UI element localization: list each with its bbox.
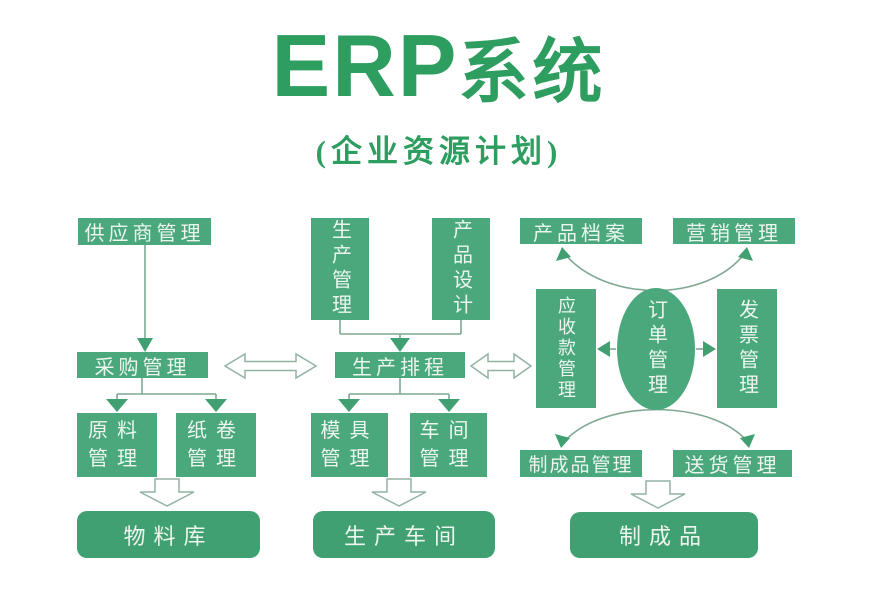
node-supplier-management: 供应商管理 (78, 218, 211, 245)
arrowhead-into-delivery (740, 434, 755, 448)
node-workshop-management: 车间管理 (410, 413, 487, 477)
node-mold-management: 模具管理 (311, 413, 388, 477)
page-title: ERP系统 (0, 22, 878, 110)
curve-order-to-bottom-boxes (563, 408, 748, 443)
node-production-management: 生产管理 (311, 218, 369, 320)
double-arrow-purchasing-scheduling (223, 352, 318, 380)
page-subtitle: (企业资源计划) (315, 134, 563, 169)
line-scheduling-split (348, 378, 450, 401)
arrowhead-into-mold (338, 399, 360, 412)
arrowhead-into-paper-roll (205, 399, 227, 412)
node-production-scheduling: 生产排程 (335, 352, 465, 379)
line-merge-to-scheduling (339, 320, 462, 341)
arrowhead-into-marketing (738, 247, 753, 261)
block-arrow-to-finished-goods (630, 480, 686, 509)
block-arrow-to-material-store (139, 478, 195, 507)
node-finished-goods: 制成品 (570, 512, 758, 558)
node-marketing-management: 营销管理 (673, 218, 795, 245)
node-raw-material-label: 原料管理 (88, 420, 146, 470)
node-accounts-receivable-management: 应收款管理 (536, 289, 596, 408)
block-arrow-to-production-workshop (371, 478, 427, 507)
arrowhead-into-workshop (438, 399, 460, 412)
line-purchasing-split (116, 378, 217, 401)
node-product-archive: 产品档案 (520, 218, 642, 245)
node-raw-material-management: 原料管理 (77, 413, 157, 477)
curve-order-to-top-boxes (563, 252, 746, 292)
node-order-management: 订单管理 (617, 288, 695, 410)
arrowhead-into-scheduling (390, 338, 410, 352)
arrowhead-into-product-archive (556, 247, 571, 261)
node-delivery-management: 送货管理 (673, 450, 792, 477)
title-cn-text: 系统 (458, 35, 607, 112)
arrowhead-into-receivables (597, 341, 610, 357)
double-arrow-scheduling-receivables (469, 352, 533, 380)
diagram-header: ERP系统 (企业资源计划) (0, 22, 878, 171)
arrowhead-into-invoice (703, 341, 716, 357)
title-erp-text: ERP (271, 16, 459, 115)
node-production-workshop: 生产车间 (313, 511, 495, 558)
arrowhead-into-raw-material (106, 399, 128, 412)
node-finished-goods-management: 制成品管理 (520, 450, 642, 477)
node-purchasing-management: 采购管理 (77, 352, 208, 379)
arrowhead-into-purchasing (137, 338, 153, 352)
node-paper-roll-label: 纸卷管理 (187, 420, 245, 470)
node-workshop-label: 车间管理 (419, 420, 478, 470)
node-invoice-management: 发票管理 (717, 289, 777, 408)
node-paper-roll-management: 纸卷管理 (176, 413, 256, 477)
arrowhead-into-finished-goods-mgmt (555, 434, 570, 448)
node-material-store: 物料库 (77, 511, 260, 558)
node-mold-label: 模具管理 (320, 420, 379, 470)
node-product-design: 产品设计 (432, 218, 490, 320)
